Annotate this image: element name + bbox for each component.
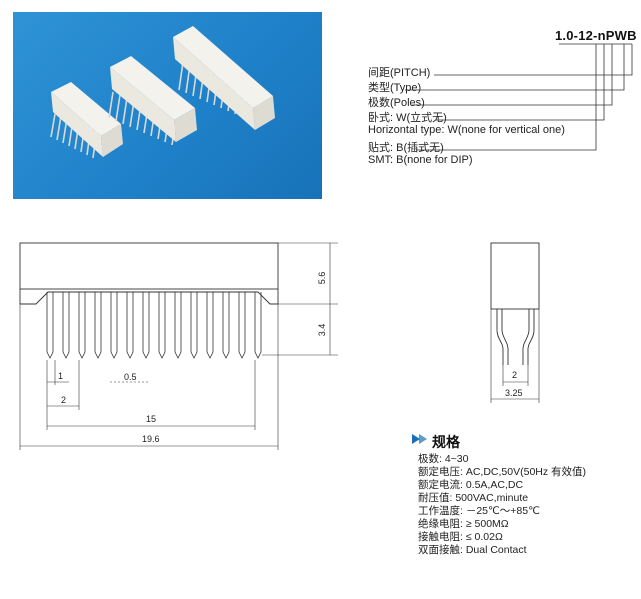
dim-side-pitch: 2 <box>512 370 517 380</box>
front-view-pins <box>46 292 262 359</box>
config-smt-en: SMT: B(none for DIP) <box>368 154 473 166</box>
spec-insulation-resistance: 绝缘电阻: ≥ 500MΩ <box>418 518 509 530</box>
config-smt-cn: 贴式: B(插式无) <box>368 142 444 154</box>
spec-rated-voltage: 额定电压: AC,DC,50V(50Hz 有效值) <box>418 466 587 478</box>
spec-contact-resistance: 接触电阻: ≤ 0.02Ω <box>418 531 503 543</box>
front-pin <box>94 292 102 359</box>
dim-pitch-2: 2 <box>61 395 66 405</box>
dim-side-width: 3.25 <box>505 388 523 398</box>
dim-body-height: 5.6 <box>317 272 327 285</box>
dim-span-15: 15 <box>146 414 156 424</box>
front-dimension-lines <box>19 242 338 450</box>
spec-operating-temp: 工作温度: －25℃～+85℃ <box>418 505 540 517</box>
config-horizontal-en: Horizontal type: W(none for vertical one… <box>368 124 565 136</box>
spec-title: 规格 <box>432 434 460 450</box>
product-photo <box>13 12 322 199</box>
spec-dual-contact: 双面接触: Dual Contact <box>418 544 527 556</box>
config-type: 类型(Type) <box>368 82 422 94</box>
front-pin <box>62 292 70 359</box>
front-pin <box>126 292 134 359</box>
front-pin <box>158 292 166 359</box>
connector-photo-illustration <box>50 26 275 159</box>
front-pin <box>142 292 150 359</box>
front-pin <box>110 292 118 359</box>
front-pin <box>254 292 262 359</box>
front-pin <box>222 292 230 359</box>
spec-poles: 极数: 4~30 <box>418 453 469 465</box>
front-pin <box>46 292 54 359</box>
front-pin <box>78 292 86 359</box>
connector-large <box>173 26 275 130</box>
front-pin <box>190 292 198 359</box>
spec-rated-current: 额定电流: 0.5A,AC,DC <box>418 479 524 491</box>
connector-small <box>50 82 123 159</box>
part-code: 1.0-12-nPWB <box>555 28 637 43</box>
spec-arrow-icon <box>412 434 427 444</box>
dim-pitch-1: 1 <box>58 371 63 381</box>
connector-medium <box>108 56 197 146</box>
config-pitch: 间距(PITCH) <box>368 67 431 79</box>
side-dimension-lines <box>490 309 540 403</box>
dim-pin-width: 0.5 <box>124 372 137 382</box>
front-view <box>19 242 279 305</box>
code-leader-lines <box>405 43 633 151</box>
side-view <box>490 242 540 365</box>
dim-overall-length: 19.6 <box>142 434 160 444</box>
config-poles: 极数(Poles) <box>368 97 425 109</box>
spec-withstand-voltage: 耐压值: 500VAC,minute <box>418 492 529 504</box>
front-pin <box>174 292 182 359</box>
front-pin <box>206 292 214 359</box>
front-pin <box>238 292 246 359</box>
config-horizontal-cn: 卧式: W(立式无) <box>368 112 447 124</box>
dim-pin-height: 3.4 <box>317 324 327 337</box>
